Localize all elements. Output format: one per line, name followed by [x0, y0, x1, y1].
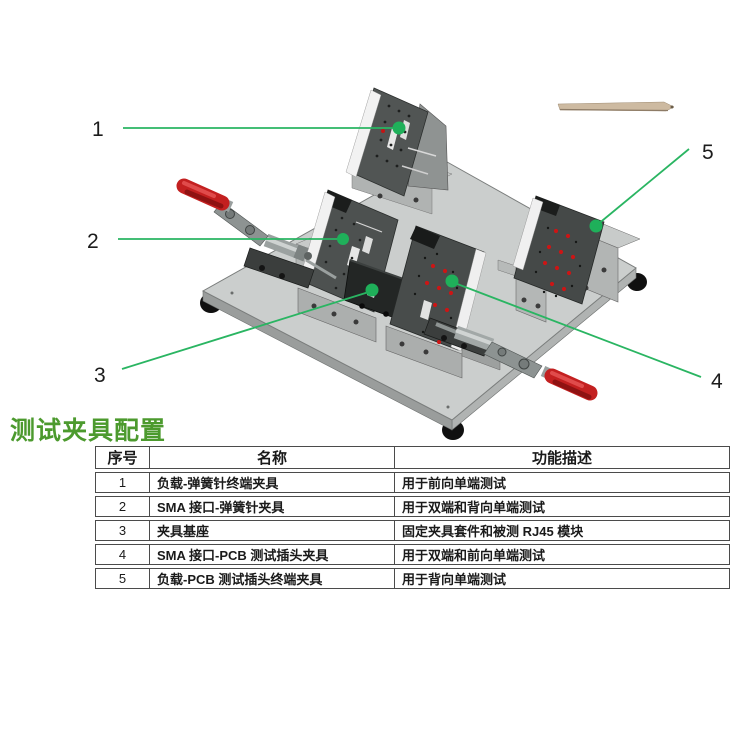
cell-name: SMA 接口-PCB 测试插头夹具: [150, 544, 395, 565]
cell-index: 2: [95, 496, 150, 517]
section-title: 测试夹具配置: [10, 417, 167, 445]
col-header-description: 功能描述: [395, 446, 730, 469]
cell-name: SMA 接口-弹簧针夹具: [150, 496, 395, 517]
callout-3-line: [121, 290, 373, 370]
callout-2-dot: [337, 233, 349, 245]
table-row: 1 负载-弹簧针终端夹具 用于前向单端测试: [95, 472, 730, 493]
callout-1-dot: [392, 121, 406, 135]
cell-name: 夹具基座: [150, 520, 395, 541]
red-handle: [176, 178, 230, 211]
red-contact-dots: [542, 228, 576, 292]
callout-dots: [337, 121, 603, 297]
contact-pins: [324, 216, 366, 298]
callout-5-label: 5: [702, 141, 714, 164]
callout-1-label: 1: [92, 118, 104, 141]
red-handle: [544, 368, 598, 401]
callout-4-label: 4: [711, 370, 723, 393]
col-header-index: 序号: [95, 446, 150, 469]
cell-name: 负载-弹簧针终端夹具: [150, 472, 395, 493]
red-contact-dots: [424, 263, 454, 345]
callout-labels: 1 2 3 4 5: [87, 118, 723, 393]
fixture-3d-illustration: 1 2 3 4 5: [87, 87, 723, 440]
fixture-1-load-pogo-terminal-clamp: [345, 87, 453, 215]
cell-index: 5: [95, 568, 150, 589]
cell-description: 用于双端和前向单端测试: [395, 544, 730, 565]
col-header-name: 名称: [150, 446, 395, 469]
table-row: 2 SMA 接口-弹簧针夹具 用于双端和背向单端测试: [95, 496, 730, 517]
callout-5-dot: [589, 219, 603, 233]
cell-index: 1: [95, 472, 150, 493]
fixture-config-table: 序号 名称 功能描述 1 负载-弹簧针终端夹具 用于前向单端测试 2 SMA 接…: [95, 443, 730, 592]
cell-description: 用于双端和背向单端测试: [395, 496, 730, 517]
callout-3-label: 3: [94, 364, 106, 387]
toggle-clamp-bottom: [423, 317, 598, 401]
cell-index: 3: [95, 520, 150, 541]
callout-3-dot: [365, 283, 379, 297]
contact-pins: [534, 226, 582, 298]
stylus-pointer: [557, 101, 675, 112]
callout-4-dot: [445, 274, 459, 288]
fixture-5-load-pcb-plug-terminal-clamp: [497, 195, 641, 323]
table-row: 5 负载-PCB 测试插头终端夹具 用于背向单端测试: [95, 568, 730, 589]
cell-description: 固定夹具套件和被测 RJ45 模块: [395, 520, 730, 541]
table-row: 4 SMA 接口-PCB 测试插头夹具 用于双端和前向单端测试: [95, 544, 730, 565]
cell-name: 负载-PCB 测试插头终端夹具: [150, 568, 395, 589]
callouts: [118, 127, 702, 378]
cell-description: 用于背向单端测试: [395, 568, 730, 589]
table-header-row: 序号 名称 功能描述: [95, 446, 730, 469]
callout-4-line: [451, 281, 702, 378]
table-row: 3 夹具基座 固定夹具套件和被测 RJ45 模块: [95, 520, 730, 541]
fixture-4-sma-pcb-plug-clamp: [385, 225, 501, 379]
cell-index: 4: [95, 544, 150, 565]
contact-pins: [413, 252, 459, 338]
callout-2-label: 2: [87, 230, 99, 253]
cell-description: 用于前向单端测试: [395, 472, 730, 493]
callout-5-line: [596, 148, 690, 226]
toggle-clamp-left: [176, 178, 337, 289]
fixture-2-sma-pogo-clamp: [295, 189, 399, 343]
